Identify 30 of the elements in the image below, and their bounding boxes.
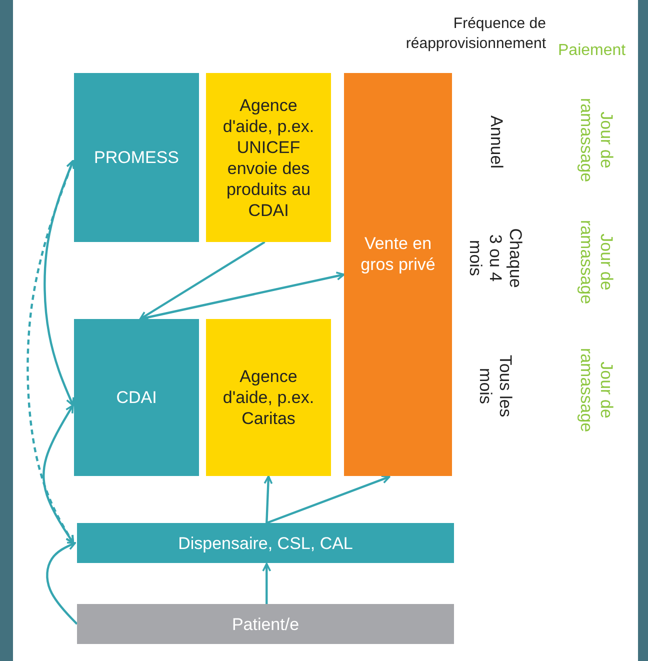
node-text: Agence d'aide, p.ex. UNICEF envoie des produits au CDAI	[222, 94, 316, 220]
arrow	[46, 542, 78, 625]
node-text: Vente en gros privé	[360, 233, 436, 275]
arrow	[266, 475, 390, 524]
process-box	[74, 73, 199, 242]
arrow	[42, 404, 74, 544]
process-box	[344, 73, 452, 476]
table-text: Jour de ramassage	[576, 96, 616, 184]
table-text: Jour de ramassage	[576, 346, 616, 434]
process-box	[206, 319, 331, 476]
process-bar	[77, 604, 454, 644]
table-text: Annuel	[486, 114, 506, 170]
arrow	[139, 241, 266, 320]
arrow	[264, 475, 273, 524]
node-text: Agence d'aide, p.ex. Caritas	[222, 366, 316, 429]
node-text: Dispensaire, CSL, CAL	[178, 532, 353, 554]
arrow	[262, 562, 272, 604]
column-heading: Fréquence de réapprovisionnement	[404, 14, 546, 54]
table-text: Tous les mois	[475, 354, 515, 420]
node-text: Patient/e	[232, 614, 300, 634]
node-text: PROMESS	[94, 147, 180, 168]
process-box	[206, 73, 331, 242]
process-box	[74, 319, 199, 476]
column-heading: Paiement	[558, 41, 627, 61]
table-text: Chaque 3 ou 4 mois	[465, 227, 525, 289]
arrow	[44, 160, 75, 406]
arrow	[26, 160, 75, 544]
table-text: Jour de ramassage	[576, 218, 616, 306]
node-text: CDAI	[116, 387, 157, 408]
process-bar	[77, 523, 454, 563]
